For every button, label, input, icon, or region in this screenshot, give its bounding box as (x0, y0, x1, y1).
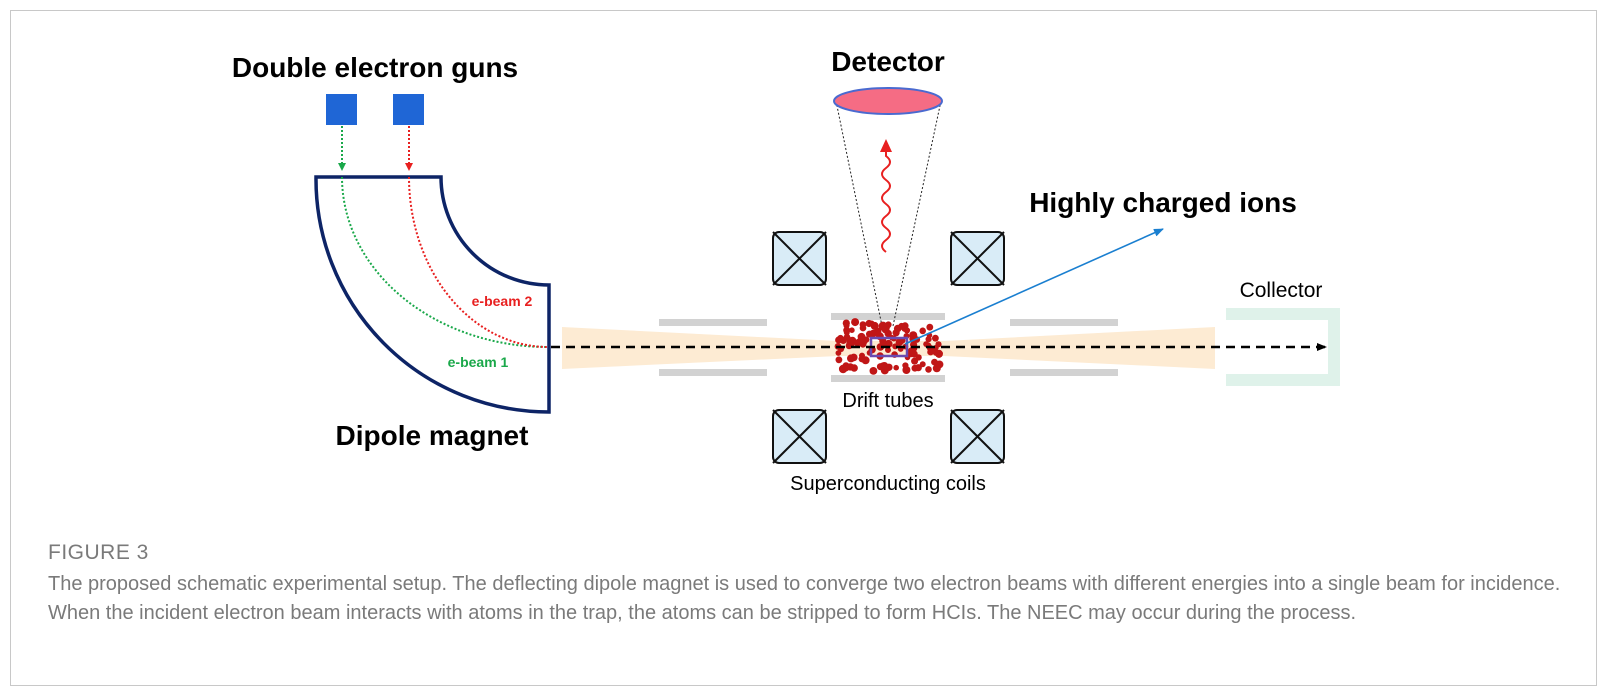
ion-dot (858, 355, 865, 363)
hci-label: Highly charged ions (1029, 187, 1297, 218)
dipole-magnet (314, 175, 551, 414)
photon-arrowhead-icon (880, 139, 892, 152)
ion-dot (902, 366, 911, 374)
drift-tube-right-bottom (1010, 369, 1118, 376)
ion-dot (881, 326, 889, 334)
ion-dot (893, 364, 899, 371)
coil-icon (772, 409, 827, 464)
hci-arrow (904, 228, 1164, 345)
drift-tube-center-bottom (831, 375, 945, 382)
ion-dot (915, 354, 922, 361)
ion-dot (926, 323, 934, 331)
ion-dot (843, 333, 851, 341)
ion-dot (849, 327, 855, 334)
dipole-label: Dipole magnet (336, 420, 529, 451)
ion-dot (911, 364, 919, 372)
drift-tube-right-top (1010, 319, 1118, 326)
ion-dot (903, 327, 911, 334)
ion-dot (863, 336, 870, 343)
ion-dot (858, 338, 864, 345)
ion-dot (859, 324, 867, 332)
ion-dot (848, 336, 857, 345)
ebeam2-path (408, 176, 549, 348)
detector-cone-left (835, 100, 883, 327)
detector-cone-right (892, 100, 942, 327)
ebeam1-label: e-beam 1 (448, 354, 509, 370)
ion-dot (868, 320, 875, 327)
ion-dot (847, 354, 855, 363)
ebeam1-path (341, 176, 549, 348)
ion-dot (869, 367, 878, 375)
detector-label: Detector (831, 46, 945, 77)
drift-tube-center-top (831, 313, 945, 320)
ion-dot (923, 341, 929, 347)
coils-label: Superconducting coils (790, 473, 986, 495)
coil-icon (950, 409, 1005, 464)
ion-dot (919, 327, 926, 335)
coil-icon (950, 231, 1005, 286)
ion-dot (885, 347, 891, 353)
ion-dot (931, 348, 938, 355)
collector-label: Collector (1240, 279, 1323, 302)
drift-label: Drift tubes (842, 390, 933, 412)
ion-dot (932, 334, 939, 342)
electron-gun-icon (393, 94, 424, 125)
ion-dot (892, 329, 900, 337)
ion-dot (935, 360, 944, 369)
electron-gun-icon (326, 94, 357, 125)
drift-tube-left-top (659, 319, 767, 326)
detector-icon (833, 87, 943, 115)
ion-dot (876, 343, 885, 351)
guns-label: Double electron guns (232, 52, 518, 83)
ion-dot (850, 364, 858, 372)
ion-dot (843, 322, 850, 329)
ion-dot (866, 330, 873, 338)
ion-dot (876, 363, 885, 371)
figure-caption: The proposed schematic experimental setu… (48, 573, 1561, 624)
collector (1226, 308, 1340, 386)
ebeam2-label: e-beam 2 (472, 293, 533, 309)
coil-icon (772, 231, 827, 286)
ion-dot (925, 336, 932, 343)
photon-wave-icon (881, 148, 891, 253)
ion-dot (925, 366, 932, 373)
drift-tube-left-bottom (659, 369, 767, 376)
figure-label: FIGURE 3 (48, 541, 149, 564)
ion-dot (835, 356, 843, 364)
ion-dot (851, 318, 860, 327)
ion-dot (843, 329, 850, 336)
ion-dot (835, 350, 842, 356)
